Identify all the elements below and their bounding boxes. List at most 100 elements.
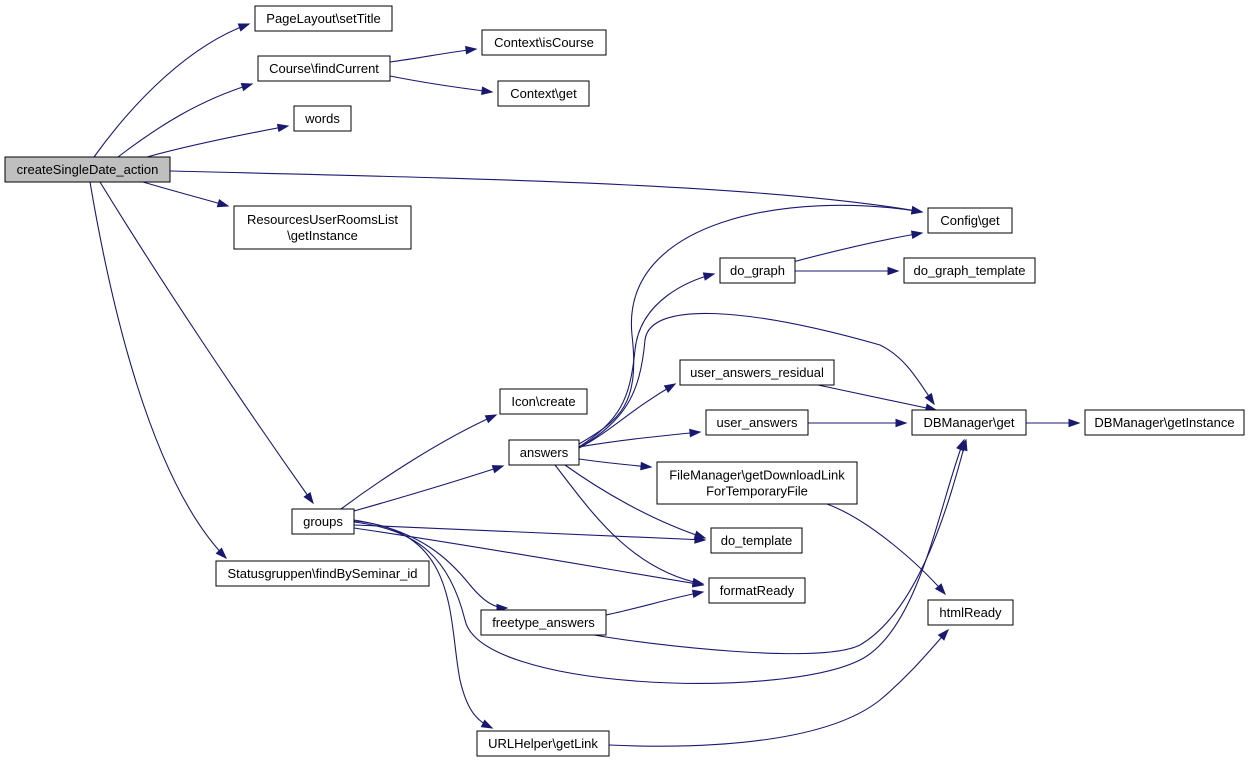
edge-findCurrent-to-ctxGet xyxy=(389,75,494,95)
node-box xyxy=(499,388,588,415)
edge-root-to-words xyxy=(146,123,290,158)
edge-line xyxy=(564,464,706,539)
arrowhead xyxy=(481,86,494,95)
edge-line xyxy=(389,75,493,93)
node-formatReady[interactable]: formatReady xyxy=(708,577,806,604)
node-fileMgr[interactable]: FileManager\getDownloadLinkForTemporaryF… xyxy=(656,461,858,505)
arrowhead xyxy=(924,392,935,406)
arrowhead xyxy=(910,230,924,239)
arrowhead xyxy=(216,198,230,208)
node-box xyxy=(927,207,1013,234)
node-label: Statusgruppen\findBySeminar_id xyxy=(227,566,417,581)
node-label: Context\isCourse xyxy=(494,35,594,50)
arrowhead xyxy=(663,383,677,393)
arrowhead xyxy=(887,266,900,276)
edge-line xyxy=(578,204,923,445)
node-label: ResourcesUserRoomsList xyxy=(247,212,398,227)
edge-answers-to-doGraph xyxy=(578,272,716,448)
arrowhead xyxy=(910,206,924,215)
node-doGraphTpl[interactable]: do_graph_template xyxy=(903,257,1036,284)
node-iconCreate[interactable]: Icon\create xyxy=(499,388,588,415)
arrowhead xyxy=(215,547,228,560)
edge-line xyxy=(353,524,706,541)
edge-line xyxy=(93,23,250,158)
node-label: Config\get xyxy=(940,213,1000,228)
node-label: user_answers_residual xyxy=(690,365,824,380)
edge-groups-to-iconCreate xyxy=(340,414,498,510)
edge-root-to-setTitle xyxy=(93,23,251,158)
edge-line xyxy=(353,439,965,684)
edge-line xyxy=(146,125,289,158)
edge-answers-to-dbGet xyxy=(578,312,935,449)
arrowhead xyxy=(693,530,707,539)
edge-findCurrent-to-isCourse xyxy=(389,45,478,63)
node-setTitle[interactable]: PageLayout\setTitle xyxy=(254,5,393,32)
node-label: freetype_answers xyxy=(492,615,595,630)
arrowhead xyxy=(240,82,254,92)
node-label: words xyxy=(304,111,340,126)
edge-line xyxy=(554,464,704,585)
edge-line xyxy=(389,48,477,63)
node-box xyxy=(656,461,858,505)
node-uar[interactable]: user_answers_residual xyxy=(679,359,835,386)
edge-line xyxy=(353,519,508,609)
arrowhead xyxy=(640,461,653,471)
arrowhead xyxy=(276,123,290,133)
node-box xyxy=(497,80,590,107)
node-answers[interactable]: answers xyxy=(508,439,580,466)
node-box xyxy=(476,730,610,757)
node-box xyxy=(508,439,580,466)
arrowhead xyxy=(1068,418,1081,428)
edge-uar-to-dbGet xyxy=(817,384,938,412)
node-statusgruppen[interactable]: Statusgruppen\findBySeminar_id xyxy=(215,560,430,587)
edge-groups-to-answers xyxy=(353,465,505,512)
arrowhead xyxy=(303,491,314,505)
arrowhead xyxy=(702,272,716,281)
arrowhead xyxy=(959,438,968,452)
edge-line xyxy=(169,170,923,213)
node-userAnswers[interactable]: user_answers xyxy=(705,409,809,436)
node-doGraph[interactable]: do_graph xyxy=(719,257,796,284)
node-root[interactable]: createSingleDate_action xyxy=(4,156,171,183)
node-urlHelper[interactable]: URLHelper\getLink xyxy=(476,730,610,757)
edge-line xyxy=(788,232,923,264)
edge-line xyxy=(353,520,493,729)
node-htmlReady[interactable]: htmlReady xyxy=(927,599,1014,626)
node-box xyxy=(1084,409,1245,436)
node-label: formatReady xyxy=(720,583,795,598)
node-freetype[interactable]: freetype_answers xyxy=(480,609,607,636)
node-label: createSingleDate_action xyxy=(17,162,159,177)
edge-doGraph-to-doGraphTpl xyxy=(794,266,900,276)
node-label: Course\findCurrent xyxy=(269,61,379,76)
node-box xyxy=(710,527,803,554)
node-box xyxy=(4,156,171,183)
node-label: PageLayout\setTitle xyxy=(266,11,380,26)
node-doTemplate[interactable]: do_template xyxy=(710,527,803,554)
node-label: URLHelper\getLink xyxy=(488,736,598,751)
edge-line xyxy=(593,439,967,655)
node-rurl[interactable]: ResourcesUserRoomsList\getInstance xyxy=(233,205,412,250)
node-label: do_graph xyxy=(730,263,785,278)
node-dbGetInstance[interactable]: DBManager\getInstance xyxy=(1084,409,1245,436)
edge-line xyxy=(340,414,497,510)
node-words[interactable]: words xyxy=(293,105,352,132)
node-box xyxy=(903,257,1036,284)
node-ctxGet[interactable]: Context\get xyxy=(497,80,590,107)
node-box xyxy=(293,105,352,132)
node-configGet[interactable]: Config\get xyxy=(927,207,1013,234)
arrowhead xyxy=(691,589,705,599)
node-box xyxy=(719,257,796,284)
node-box xyxy=(480,609,607,636)
nodes-layer: createSingleDate_action PageLayout\setTit… xyxy=(4,5,1245,757)
edge-line xyxy=(608,629,949,747)
node-groups[interactable]: groups xyxy=(291,508,355,535)
node-label: user_answers xyxy=(717,415,798,430)
arrowhead xyxy=(484,414,498,424)
node-findCurrent[interactable]: Course\findCurrent xyxy=(257,55,391,82)
node-dbGet[interactable]: DBManager\get xyxy=(911,409,1027,436)
node-label: do_graph_template xyxy=(913,263,1025,278)
edge-line xyxy=(89,181,227,559)
node-label: Context\get xyxy=(510,86,577,101)
node-isCourse[interactable]: Context\isCourse xyxy=(481,29,607,56)
